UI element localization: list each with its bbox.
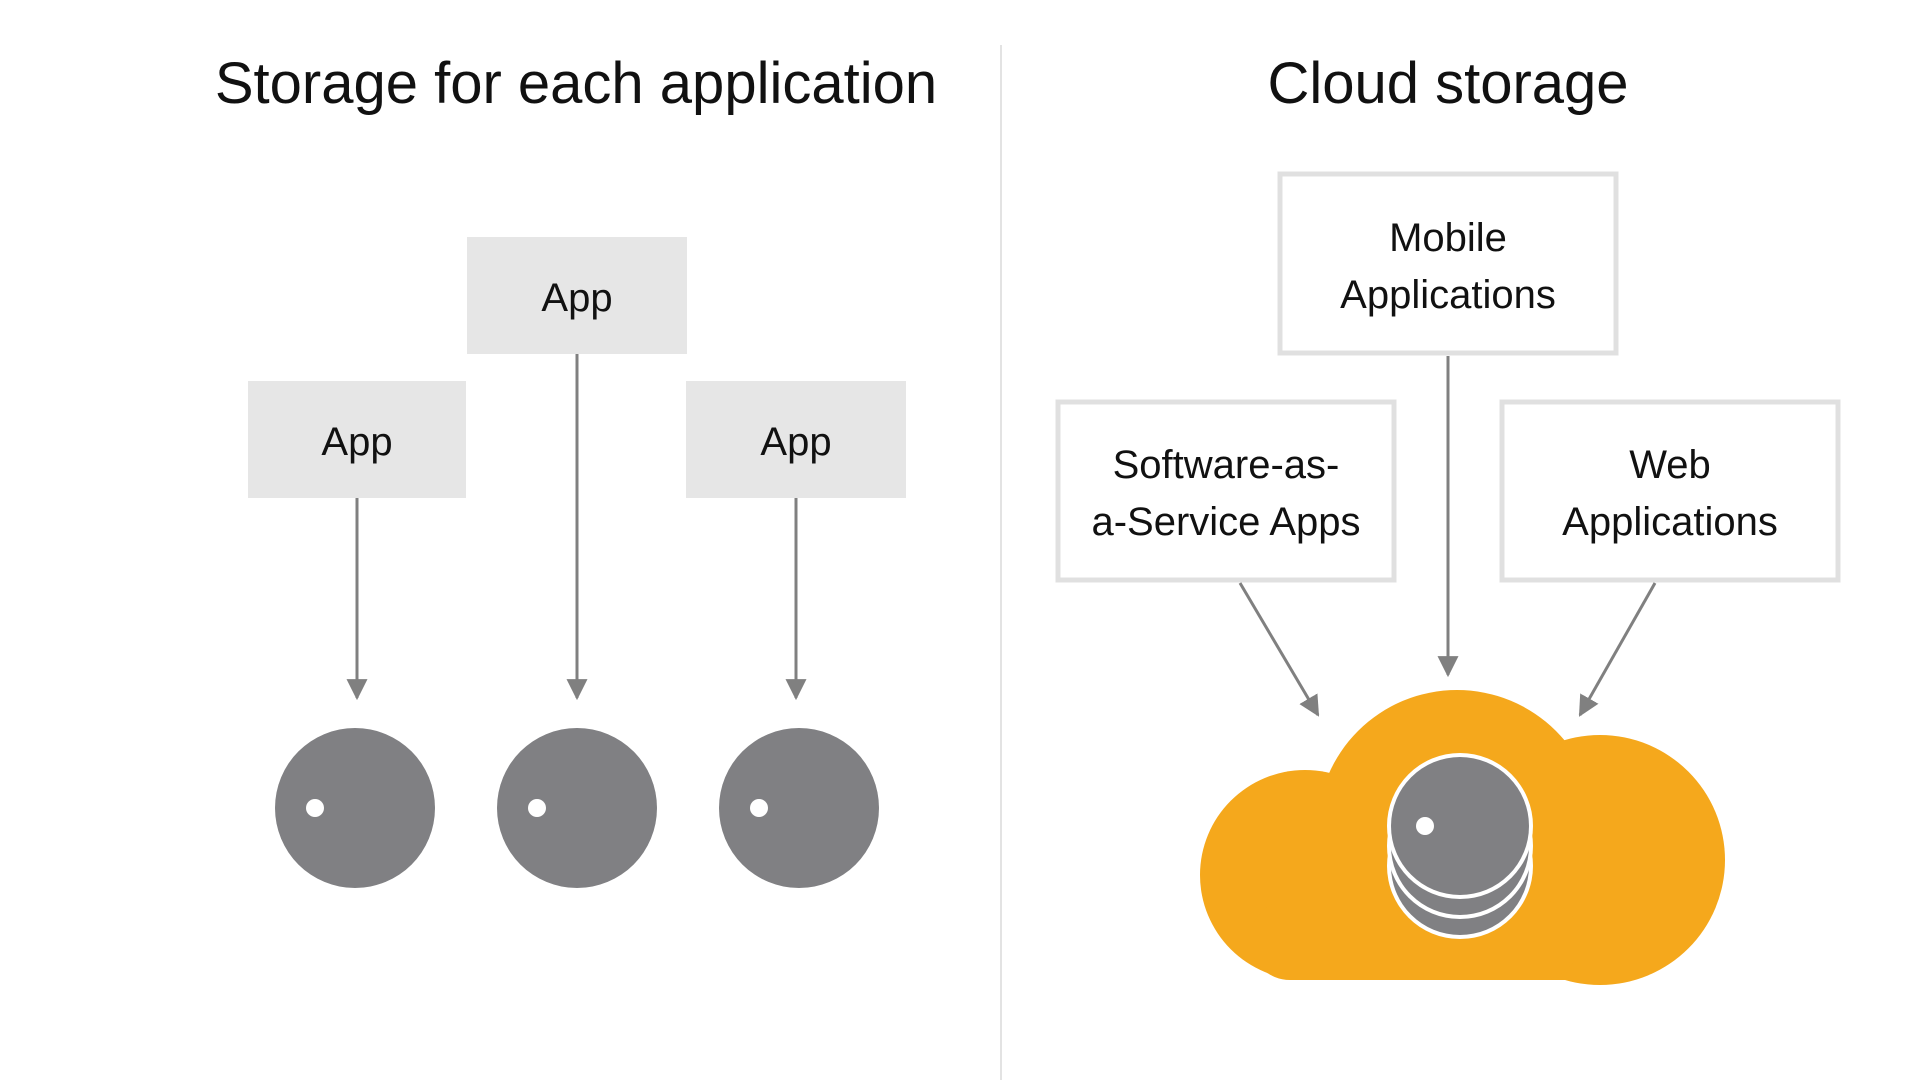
- database-icon: [275, 728, 435, 888]
- right-panel-title: Cloud storage: [1267, 51, 1628, 116]
- database-icon: [497, 728, 657, 888]
- mobile-applications-label-line1: Mobile: [1389, 216, 1507, 260]
- app-box-top: App: [467, 237, 687, 354]
- mobile-applications-label-line2: Applications: [1340, 273, 1556, 317]
- right-panel: Cloud storage Mobile Applications Softwa…: [1055, 51, 1841, 985]
- web-applications-box: Web Applications: [1499, 399, 1841, 583]
- app-box-top-label: App: [541, 276, 612, 320]
- arrow-web-to-cloud: [1578, 582, 1657, 717]
- web-applications-label-line1: Web: [1629, 443, 1711, 487]
- arrow-saas-to-cloud: [1238, 582, 1320, 717]
- saas-apps-label-line2: a-Service Apps: [1091, 500, 1360, 544]
- app-box-left: App: [248, 381, 466, 498]
- mobile-applications-box: Mobile Applications: [1277, 171, 1619, 356]
- app-box-left-label: App: [321, 420, 392, 464]
- app-box-right-label: App: [760, 420, 831, 464]
- left-panel: Storage for each application App App App: [215, 51, 937, 888]
- database-icon: [719, 728, 879, 888]
- app-box-right: App: [686, 381, 906, 498]
- web-applications-label-line2: Applications: [1562, 500, 1778, 544]
- database-stack-icon: [1387, 753, 1533, 939]
- saas-apps-label-line1: Software-as-: [1113, 443, 1340, 487]
- saas-apps-box: Software-as- a-Service Apps: [1055, 399, 1397, 583]
- left-panel-title: Storage for each application: [215, 51, 937, 116]
